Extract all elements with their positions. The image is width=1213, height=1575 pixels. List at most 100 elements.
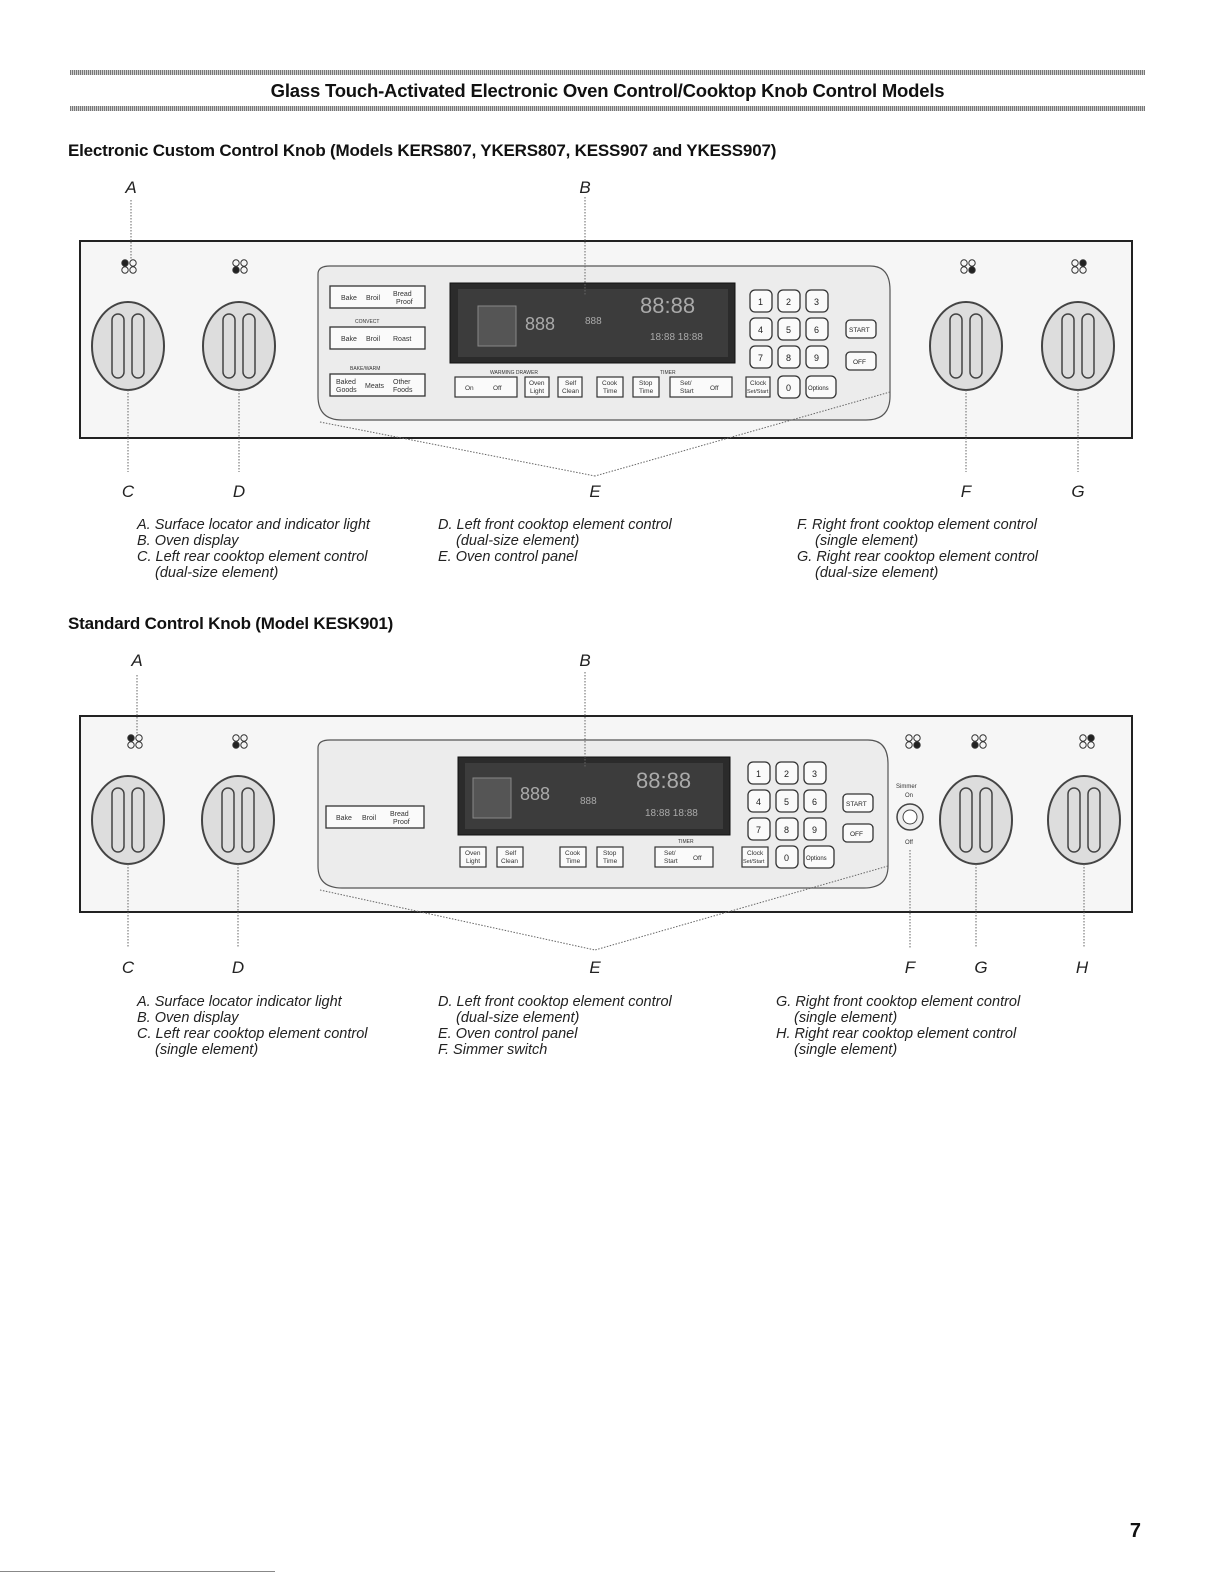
svg-text:Set/: Set/ (664, 850, 676, 857)
svg-text:9: 9 (814, 353, 819, 363)
svg-text:Options: Options (808, 386, 829, 392)
svg-text:9: 9 (812, 825, 817, 835)
svg-text:Off: Off (710, 385, 719, 392)
svg-text:OFF: OFF (850, 831, 863, 838)
svg-text:Cook: Cook (565, 850, 581, 857)
svg-text:CONVECT: CONVECT (355, 319, 379, 325)
section2-legend-col1: A. Surface locator indicator light B. Ov… (137, 994, 427, 1058)
svg-text:2: 2 (784, 769, 789, 779)
legend-item-c: C. Left rear cooktop element control (137, 1026, 368, 1042)
knob-left-front (202, 301, 276, 391)
svg-text:1: 1 (758, 297, 763, 307)
knob-left-rear (91, 301, 165, 391)
callout-F: F (904, 958, 916, 977)
svg-text:Proof: Proof (393, 819, 410, 826)
svg-text:2: 2 (786, 297, 791, 307)
legend-item-g-detail: (dual-size element) (815, 565, 939, 581)
callout-B: B (579, 651, 591, 670)
callout-H: H (1075, 958, 1089, 977)
svg-text:TIMER: TIMER (660, 370, 676, 376)
svg-text:Set/Start: Set/Start (747, 389, 769, 395)
svg-text:88:88: 88:88 (636, 768, 691, 793)
legend-item-c-detail: (dual-size element) (155, 565, 279, 581)
legend-item-d-detail: (dual-size element) (456, 533, 580, 549)
callout-C: C (121, 958, 135, 977)
svg-text:18:88 18:88: 18:88 18:88 (650, 332, 703, 343)
svg-text:Start: Start (680, 388, 694, 395)
svg-text:Off: Off (905, 840, 913, 846)
svg-text:BAKE/WARM: BAKE/WARM (350, 366, 380, 372)
legend-item-b: B. Oven display (137, 1010, 239, 1026)
section2-legend-col3: G. Right front cooktop element control (… (776, 994, 1136, 1058)
svg-text:Clean: Clean (501, 858, 518, 865)
svg-text:3: 3 (814, 297, 819, 307)
numeric-keypad: 1 2 3 4 5 6 7 8 9 0 Options START OFF (749, 289, 877, 399)
svg-text:Bread: Bread (390, 811, 409, 818)
surface-locator-indicators (127, 734, 1095, 749)
svg-text:Stop: Stop (639, 380, 653, 387)
callout-D: D (231, 958, 245, 977)
callout-D: D (232, 482, 246, 501)
legend-item-d-detail: (dual-size element) (456, 1010, 580, 1026)
svg-text:Oven: Oven (529, 380, 545, 387)
svg-text:8: 8 (786, 353, 791, 363)
knob-left-front (201, 775, 275, 865)
callout-C: C (121, 482, 135, 501)
callout-A: A (125, 178, 137, 197)
header-rule-top (70, 70, 1145, 75)
svg-text:Baked: Baked (336, 379, 356, 386)
svg-text:Clock: Clock (747, 850, 764, 857)
svg-text:Time: Time (603, 388, 618, 395)
svg-text:Broil: Broil (362, 815, 376, 822)
oven-display: 888 888 88:88 18:88 18:88 (457, 756, 731, 836)
oven-display: 888 888 88:88 18:88 18:88 (449, 282, 736, 364)
svg-text:7: 7 (756, 825, 761, 835)
svg-text:Roast: Roast (393, 336, 411, 343)
svg-text:0: 0 (786, 383, 791, 393)
svg-text:Goods: Goods (336, 387, 357, 394)
svg-text:6: 6 (812, 797, 817, 807)
svg-text:Off: Off (493, 385, 502, 392)
svg-text:On: On (905, 793, 913, 799)
callout-E: E (589, 958, 601, 977)
callout-F: F (960, 482, 972, 501)
svg-text:TIMER: TIMER (678, 839, 694, 845)
legend-item-g: G. Right rear cooktop element control (797, 549, 1038, 565)
knob-right-front (929, 301, 1003, 391)
legend-item-h-detail: (single element) (794, 1042, 898, 1058)
svg-text:Clean: Clean (562, 388, 579, 395)
callout-G: G (1071, 482, 1085, 501)
numeric-keypad: 1 2 3 4 5 6 7 8 9 0 Options START OFF (747, 761, 874, 869)
knob-right-rear (1047, 775, 1121, 865)
callout-leader-lines (127, 197, 1079, 477)
legend-item-f: F. Right front cooktop element control (797, 517, 1037, 533)
svg-text:Broil: Broil (366, 336, 380, 343)
svg-text:Proof: Proof (396, 299, 413, 306)
legend-item-e: E. Oven control panel (438, 549, 578, 565)
legend-item-d: D. Left front cooktop element control (438, 517, 672, 533)
svg-text:Off: Off (693, 855, 702, 862)
svg-text:WARMING DRAWER: WARMING DRAWER (490, 370, 538, 376)
page-number: 7 (1129, 1520, 1141, 1542)
svg-text:Options: Options (806, 856, 827, 862)
svg-text:7: 7 (758, 353, 763, 363)
svg-text:Cook: Cook (602, 380, 618, 387)
svg-text:Oven: Oven (465, 850, 481, 857)
svg-text:4: 4 (758, 325, 763, 335)
svg-text:Simmer: Simmer (896, 784, 917, 790)
legend-item-a: A. Surface locator and indicator light (137, 517, 370, 533)
section1-legend-col2: D. Left front cooktop element control (d… (438, 517, 768, 565)
surface-locator-indicators (121, 259, 1087, 274)
legend-item-f-detail: (single element) (815, 533, 919, 549)
legend-item-b: B. Oven display (137, 533, 239, 549)
svg-text:Clock: Clock (750, 380, 767, 387)
legend-item-d: D. Left front cooktop element control (438, 994, 672, 1010)
svg-text:OFF: OFF (853, 359, 866, 366)
svg-text:Set/: Set/ (680, 380, 692, 387)
legend-item-a: A. Surface locator indicator light (137, 994, 342, 1010)
svg-text:8: 8 (784, 825, 789, 835)
